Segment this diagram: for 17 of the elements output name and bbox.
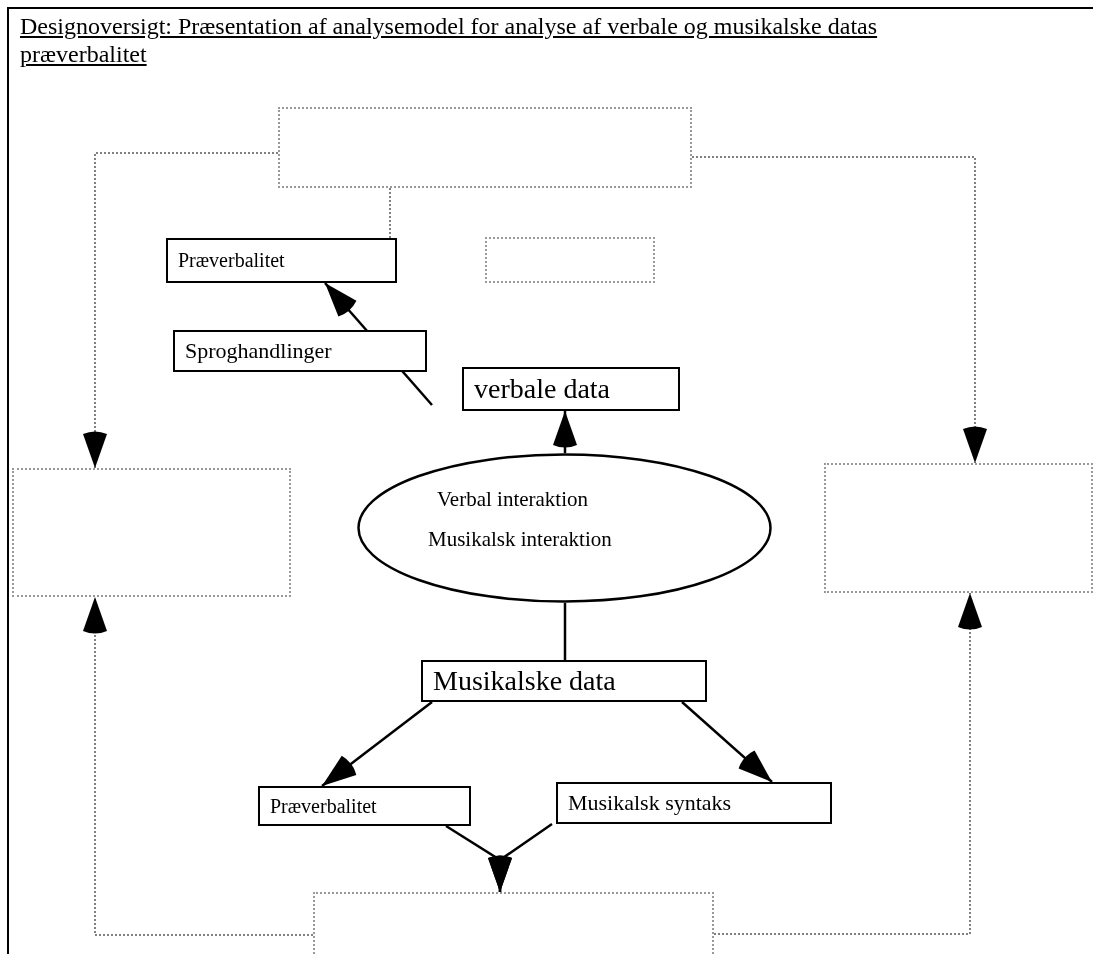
- node-text: Musikalsk interaktion: [428, 527, 612, 552]
- empty-dotted-box: [313, 892, 714, 954]
- node-text: Verbal interaktion: [437, 487, 589, 512]
- text-box: Præverbalitet: [166, 238, 397, 283]
- empty-dotted-box: [485, 237, 655, 283]
- text-box: Musikalsk syntaks: [556, 782, 832, 824]
- connector-line: [563, 603, 567, 660]
- text-box: Sproghandlinger: [173, 330, 427, 372]
- text-box: Præverbalitet: [258, 786, 471, 826]
- text-box: verbale data: [462, 367, 680, 411]
- ellipse-node: [357, 453, 772, 603]
- diagram-title: Designoversigt: Præsentation af analysemodel for analyse af verbale og musikalske datas præverbalitet: [20, 12, 879, 68]
- connector-line: [389, 187, 391, 239]
- empty-dotted-box: [278, 107, 692, 188]
- empty-dotted-box: [12, 468, 291, 597]
- empty-dotted-box: [824, 463, 1093, 593]
- text-box: Musikalske data: [421, 660, 707, 702]
